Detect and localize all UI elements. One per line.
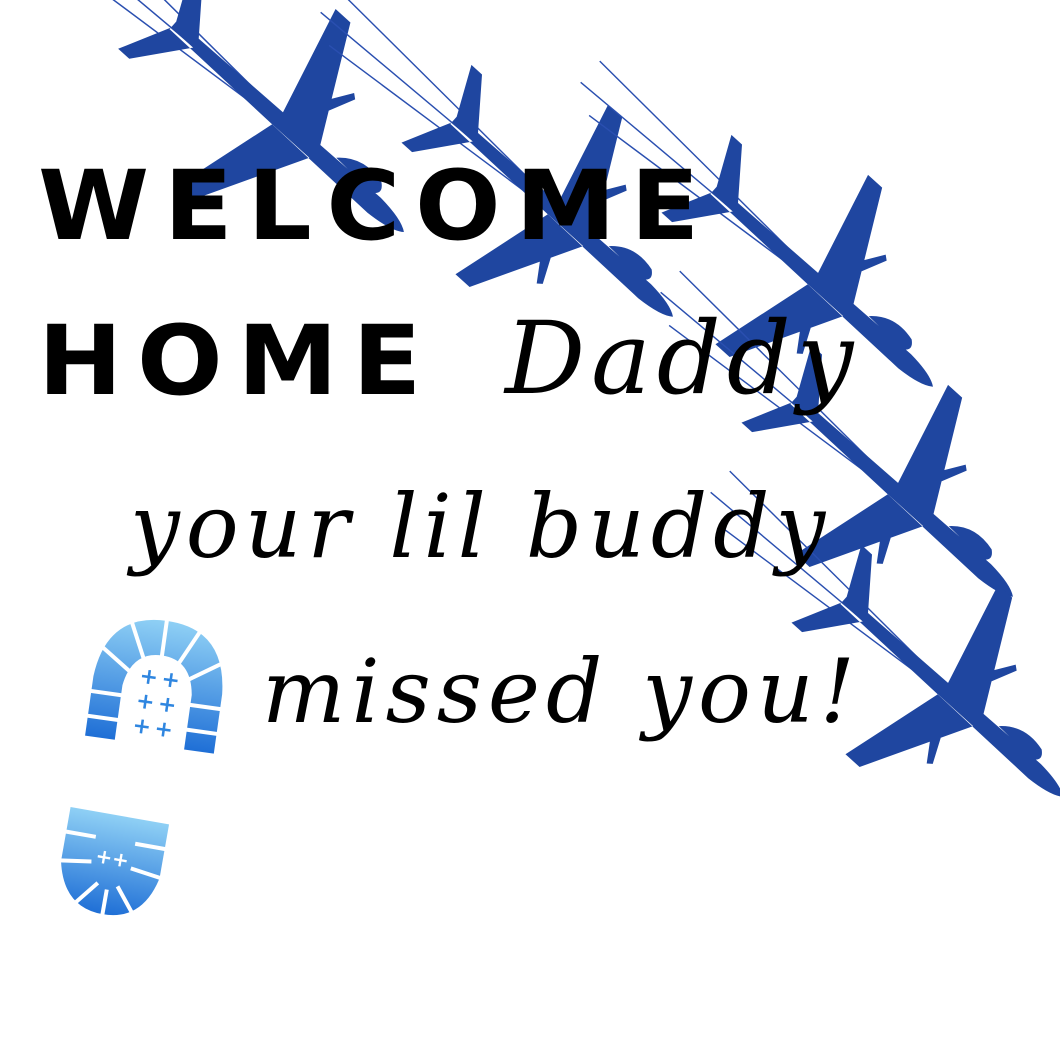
boot-heel-print-icon: ++ xyxy=(56,807,170,920)
headline-welcome: WELCOME xyxy=(38,150,715,262)
svg-text:++: ++ xyxy=(94,843,131,872)
script-daddy: Daddy xyxy=(505,300,860,417)
svg-text:+ +: + + xyxy=(131,713,173,743)
headline-home: HOME xyxy=(38,305,437,417)
script-your-lil-buddy: your lil buddy xyxy=(130,475,832,578)
svg-text:+ +: + + xyxy=(138,664,180,694)
svg-text:+ +: + + xyxy=(134,688,176,718)
script-missed-you: missed you! xyxy=(262,640,862,743)
boot-print-icon: + + + + + + xyxy=(82,615,226,754)
